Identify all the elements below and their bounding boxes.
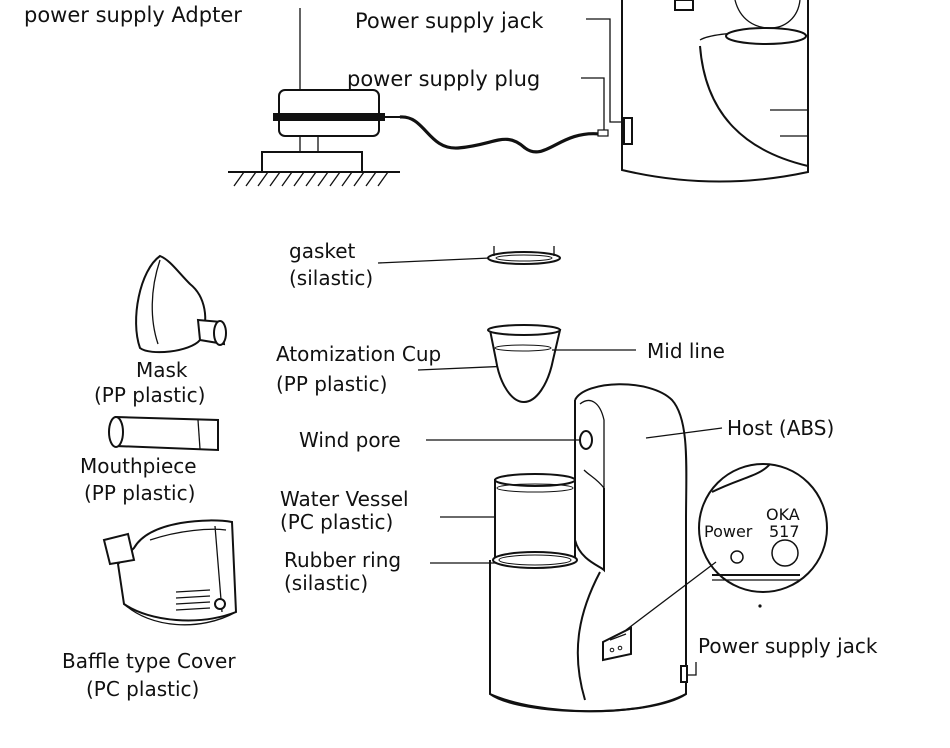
label-panel-power: Power [704,522,753,541]
label-power-supply-plug: power supply plug [347,67,540,91]
power-cable [399,115,601,154]
mask-illustration [135,254,227,354]
host-top-partial-illustration [621,0,809,183]
label-atomization-cup-material: (PP plastic) [276,372,387,396]
mouthpiece-illustration [108,415,219,452]
label-gasket-material: (silastic) [289,266,373,290]
label-gasket: gasket [289,239,356,263]
speck [758,604,762,608]
leader-plug [581,77,605,130]
label-water-vessel-material: (PC plastic) [280,510,393,534]
label-rubber-ring-material: (silastic) [284,571,368,595]
label-mid-line: Mid line [647,339,725,363]
baffle-cover-illustration [102,519,238,626]
label-rubber-ring: Rubber ring [284,548,401,572]
label-power-supply-jack-top: Power supply jack [355,9,544,33]
host-unit-illustration [489,383,688,713]
leader-jack-top [586,18,622,123]
label-mask: Mask [136,358,188,382]
label-mouthpiece-material: (PP plastic) [84,481,195,505]
leader-zoom-panel [625,561,717,631]
power-plug-tip [597,129,609,137]
main-knob-icon [771,539,799,567]
label-mouthpiece: Mouthpiece [80,454,197,478]
label-power-supply-jack-bottom: Power supply jack [698,634,878,658]
leader-atomization-cup [417,365,511,371]
power-adapter-illustration [228,89,400,187]
label-panel-brand: OKA [766,505,800,524]
label-water-vessel: Water Vessel [280,487,409,511]
leader-gasket [377,257,491,264]
leader-host [645,427,723,439]
label-wind-pore: Wind pore [299,428,401,452]
atomization-cup-illustration [487,324,562,404]
power-button-icon [730,550,744,564]
leader-jack-bottom [688,662,697,676]
label-panel-model: 517 [769,522,800,541]
label-baffle-cover: Baffle type Cover [62,649,236,673]
label-power-supply-adapter: power supply Adpter [24,3,242,27]
label-host: Host (ABS) [727,416,834,440]
label-baffle-cover-material: (PC plastic) [86,677,199,701]
gasket-illustration [487,246,561,265]
label-mask-material: (PP plastic) [94,383,205,407]
control-panel-zoom [698,463,828,593]
label-atomization-cup: Atomization Cup [276,342,441,366]
